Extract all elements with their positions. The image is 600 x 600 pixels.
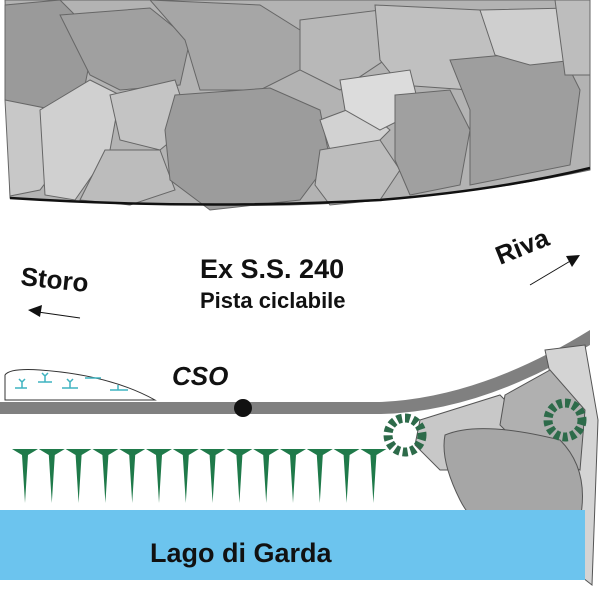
reed-spike xyxy=(65,449,92,503)
wetland-plant-icons xyxy=(15,372,128,391)
reed-spike xyxy=(119,449,146,503)
rock-wall-base-line xyxy=(9,166,591,206)
lake-water xyxy=(0,510,585,580)
arrow-to-riva xyxy=(529,255,580,286)
reed-spike xyxy=(38,449,65,503)
wetland-mound xyxy=(4,369,157,401)
reed-spike xyxy=(92,449,119,503)
reed-spike xyxy=(146,449,172,503)
label-lake: Lago di Garda xyxy=(150,538,333,568)
shrub-icon xyxy=(543,398,587,442)
shoreline-boulders xyxy=(414,344,599,586)
rock-wall xyxy=(4,0,591,211)
reed-spike xyxy=(280,449,306,503)
reed-spike xyxy=(253,449,280,503)
cso-outfall-point xyxy=(234,399,252,417)
reed-spike xyxy=(172,449,199,503)
reed-bed xyxy=(12,449,387,503)
label-road-name: Ex S.S. 240 xyxy=(200,254,344,284)
reed-spike xyxy=(360,449,387,503)
label-road-subtitle: Pista ciclabile xyxy=(200,288,346,313)
arrow-to-storo xyxy=(28,305,81,319)
reed-spike xyxy=(12,449,38,503)
label-storo: Storo xyxy=(19,261,90,298)
reed-spike xyxy=(226,449,253,503)
reed-spike xyxy=(333,449,360,503)
reed-spike xyxy=(306,449,333,503)
label-riva: Riva xyxy=(491,222,554,271)
label-cso: CSO xyxy=(172,361,228,391)
road xyxy=(0,330,590,414)
shrub-icon xyxy=(383,413,427,457)
reed-spike xyxy=(199,449,226,503)
